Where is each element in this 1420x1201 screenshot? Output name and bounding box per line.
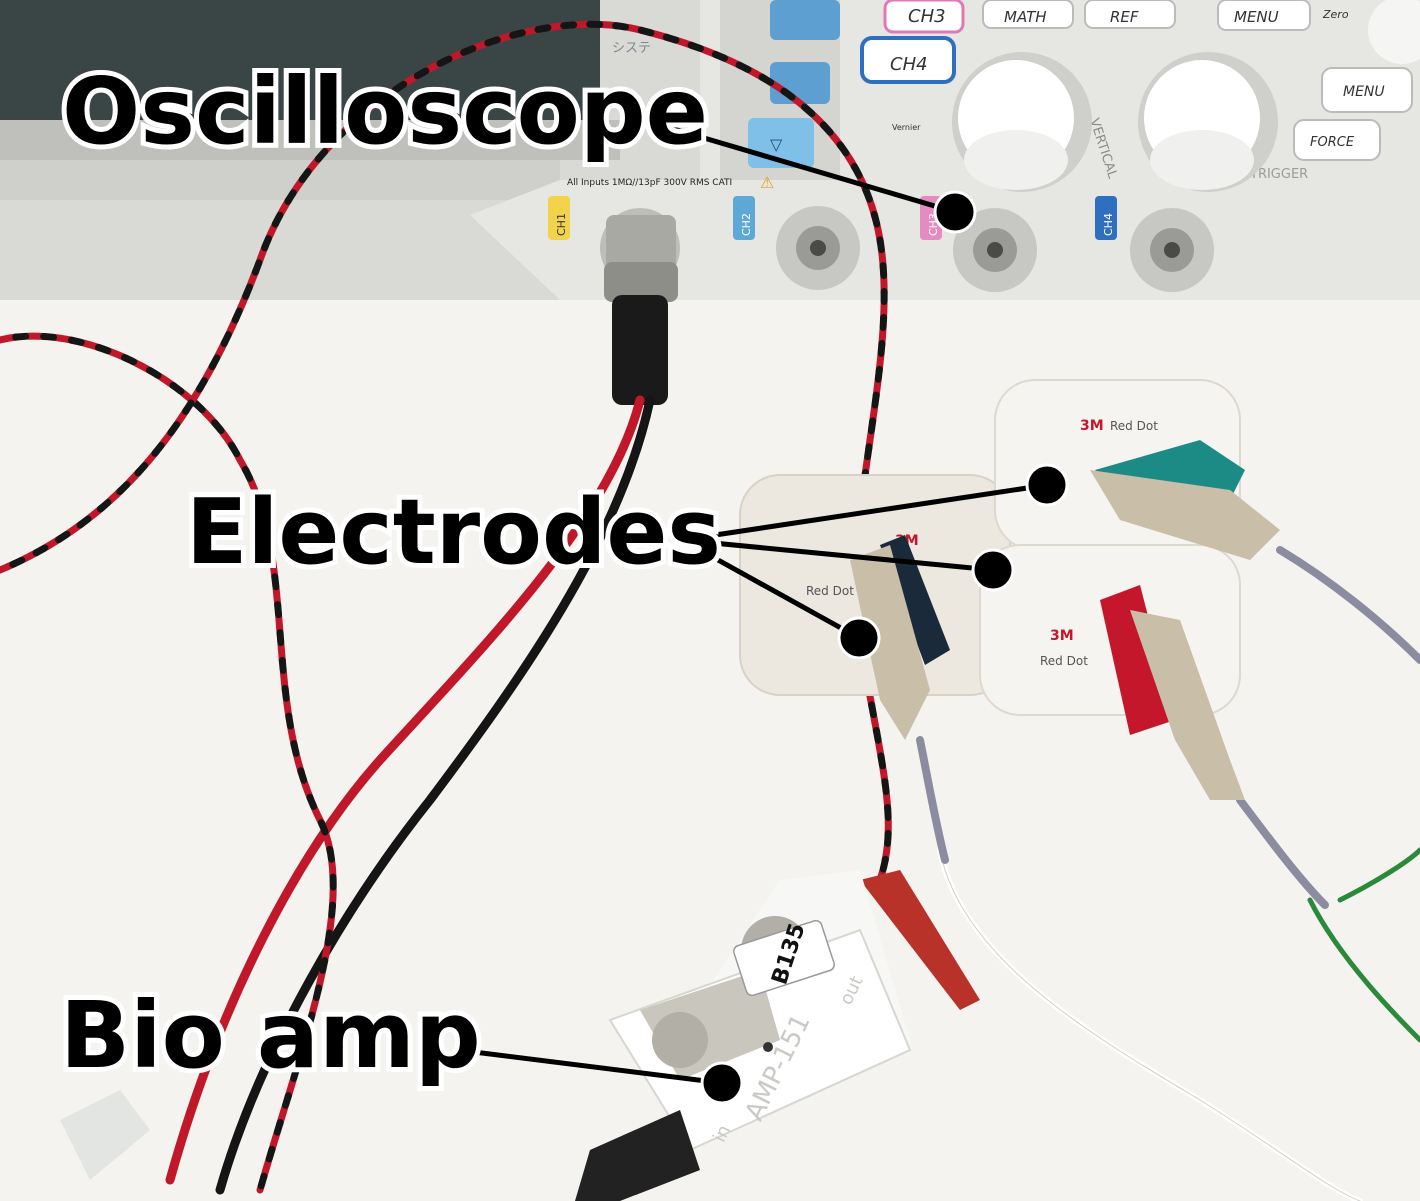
button-force[interactable]: FORCE bbox=[1293, 119, 1381, 161]
input-warning: All Inputs 1MΩ//13pF 300V RMS CATI bbox=[567, 178, 732, 188]
pad-brand: 3M bbox=[1080, 418, 1104, 434]
dot-electrode-3 bbox=[837, 616, 881, 660]
svg-text:MENU: MENU bbox=[1343, 84, 1385, 100]
callout-oscilloscope: Oscilloscope bbox=[57, 58, 713, 165]
button-math[interactable]: MATH bbox=[982, 0, 1074, 29]
warning-icon: ⚠ bbox=[760, 173, 774, 192]
clip-black bbox=[850, 535, 950, 740]
svg-text:▽: ▽ bbox=[770, 135, 783, 154]
button-ref[interactable]: REF bbox=[1084, 0, 1176, 29]
button-menu-top[interactable]: MENU bbox=[1217, 0, 1311, 31]
bnc-ch1[interactable] bbox=[600, 208, 680, 302]
callout-electrodes: Electrodes bbox=[181, 480, 726, 585]
dot-electrode-2 bbox=[971, 548, 1015, 592]
trigger-label: TRIGGER bbox=[1249, 167, 1308, 182]
bnc-ch3[interactable] bbox=[953, 208, 1037, 292]
clip-red bbox=[1100, 585, 1245, 800]
svg-text:MATH: MATH bbox=[1004, 8, 1047, 26]
channel-2: CH2 bbox=[733, 196, 755, 240]
scope-softkey-2[interactable] bbox=[770, 62, 830, 104]
zero-label: Zero bbox=[1322, 8, 1349, 21]
pad-product: Red Dot bbox=[1110, 419, 1158, 433]
svg-text:FORCE: FORCE bbox=[1310, 135, 1355, 150]
button-ch4[interactable]: CH4 bbox=[860, 36, 956, 84]
vernier-label: Vernier bbox=[892, 123, 921, 132]
svg-text:MENU: MENU bbox=[1234, 8, 1279, 26]
svg-text:3M: 3M bbox=[1050, 628, 1074, 644]
channel-4: CH4 bbox=[1095, 196, 1117, 240]
probe-boot bbox=[612, 295, 668, 405]
callout-dots bbox=[700, 190, 1069, 1105]
dot-oscilloscope bbox=[933, 190, 977, 234]
svg-text:CH3: CH3 bbox=[908, 6, 946, 27]
svg-text:CH4: CH4 bbox=[890, 54, 928, 75]
wires bbox=[0, 20, 1420, 1201]
svg-text:CH2: CH2 bbox=[740, 213, 753, 236]
screen-glyph: システ bbox=[612, 41, 651, 56]
dot-electrode-1 bbox=[1025, 463, 1069, 507]
button-ch3[interactable]: CH3 bbox=[883, 0, 965, 34]
svg-text:REF: REF bbox=[1110, 8, 1139, 26]
svg-text:CH4: CH4 bbox=[1102, 213, 1115, 236]
svg-text:Red Dot: Red Dot bbox=[806, 584, 854, 598]
vertical-knob[interactable] bbox=[952, 52, 1092, 192]
trigger-knob[interactable] bbox=[1138, 52, 1278, 192]
button-menu-right[interactable]: MENU bbox=[1321, 67, 1413, 113]
dot-bio-amp bbox=[700, 1061, 744, 1105]
scope-screen bbox=[0, 0, 600, 120]
svg-text:CH1: CH1 bbox=[555, 213, 568, 236]
svg-text:Red Dot: Red Dot bbox=[1040, 654, 1088, 668]
bnc-ch2[interactable] bbox=[776, 206, 860, 290]
callout-leaders bbox=[457, 122, 1048, 1086]
channel-1: CH1 bbox=[548, 196, 570, 240]
callout-bio-amp: Bio amp bbox=[55, 982, 486, 1089]
clip-teal bbox=[1090, 440, 1280, 560]
scope-softkey-1[interactable] bbox=[770, 0, 840, 40]
bnc-ch4[interactable] bbox=[1130, 208, 1214, 292]
bio-amp-module: B135 AMP-151 out in bbox=[60, 870, 980, 1201]
